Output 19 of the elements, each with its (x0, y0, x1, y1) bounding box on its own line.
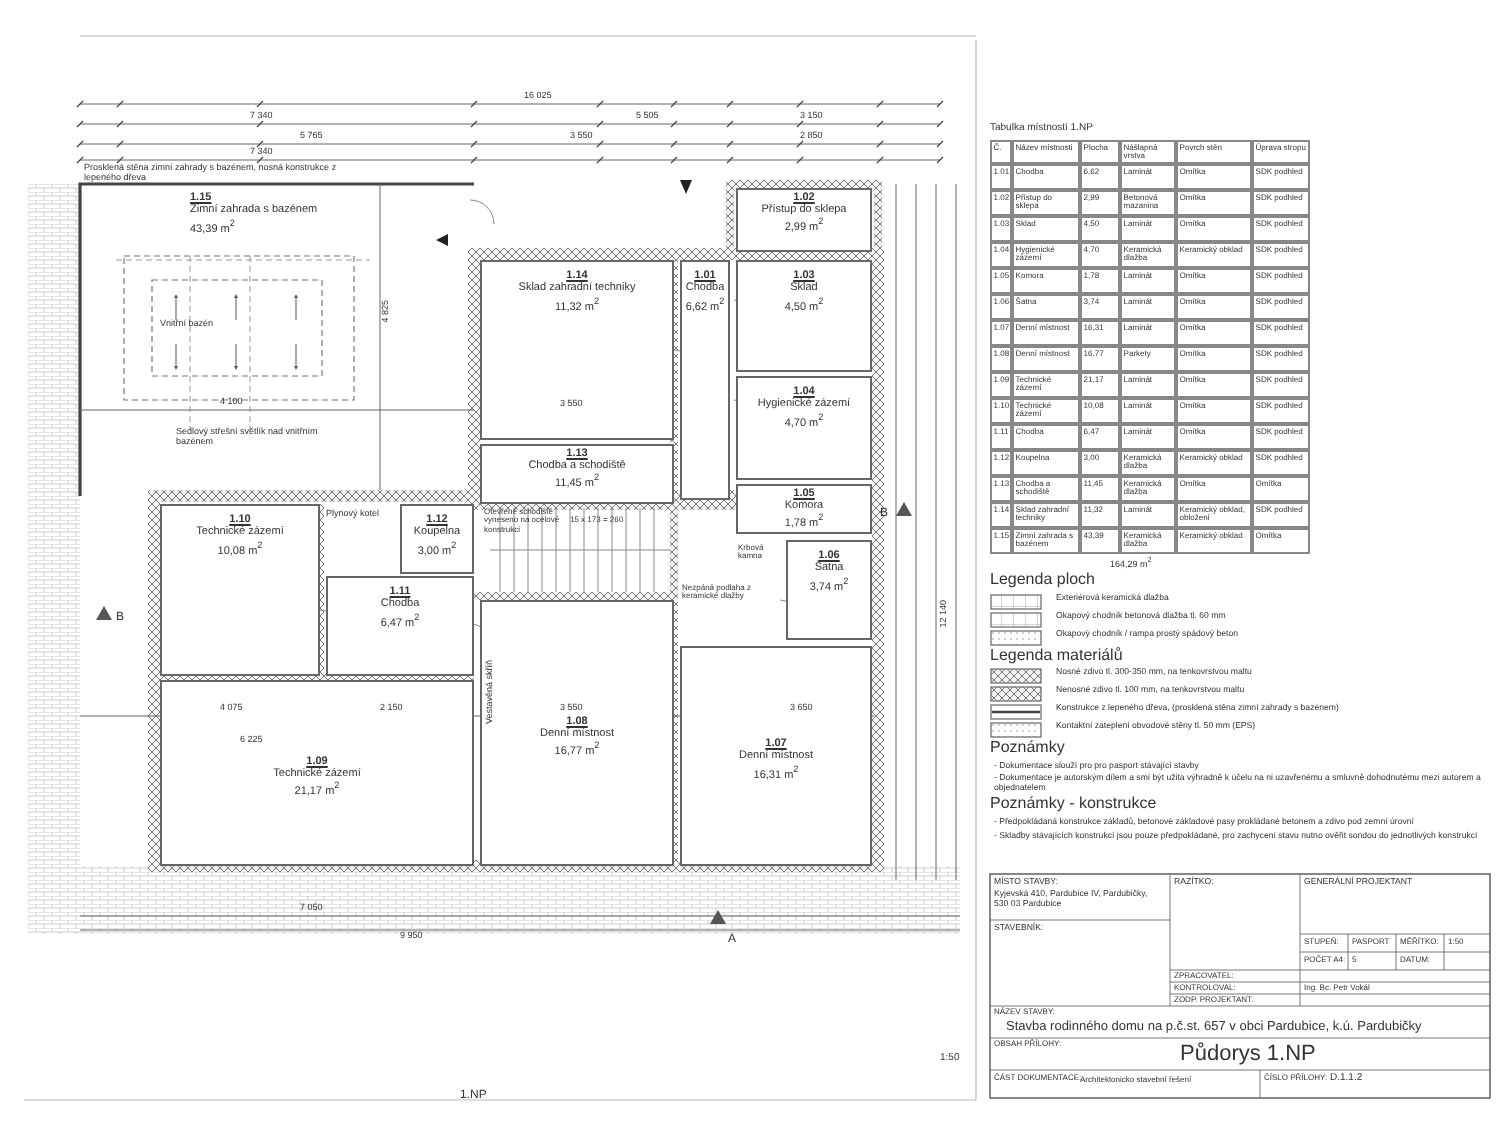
room-area (736, 260, 872, 372)
legend-heading: Legenda ploch (990, 572, 1095, 590)
room-area (736, 188, 872, 252)
room-area (480, 600, 674, 866)
room-area (736, 376, 872, 480)
room-area (160, 504, 320, 676)
room-area (736, 484, 872, 534)
room-area (326, 576, 474, 676)
room-area (680, 260, 730, 500)
drawing-name: Půdorys 1.NP (1180, 1042, 1316, 1067)
room-area (786, 540, 872, 640)
legend-heading: Legenda materiálů (990, 648, 1123, 666)
room-area (160, 680, 474, 866)
room-area (680, 646, 872, 866)
room-area (480, 444, 674, 504)
notes-heading: Poznámky (990, 740, 1065, 758)
room-area (400, 504, 474, 574)
notes-heading: Poznámky - konstrukce (990, 796, 1157, 814)
room-area (480, 260, 674, 440)
